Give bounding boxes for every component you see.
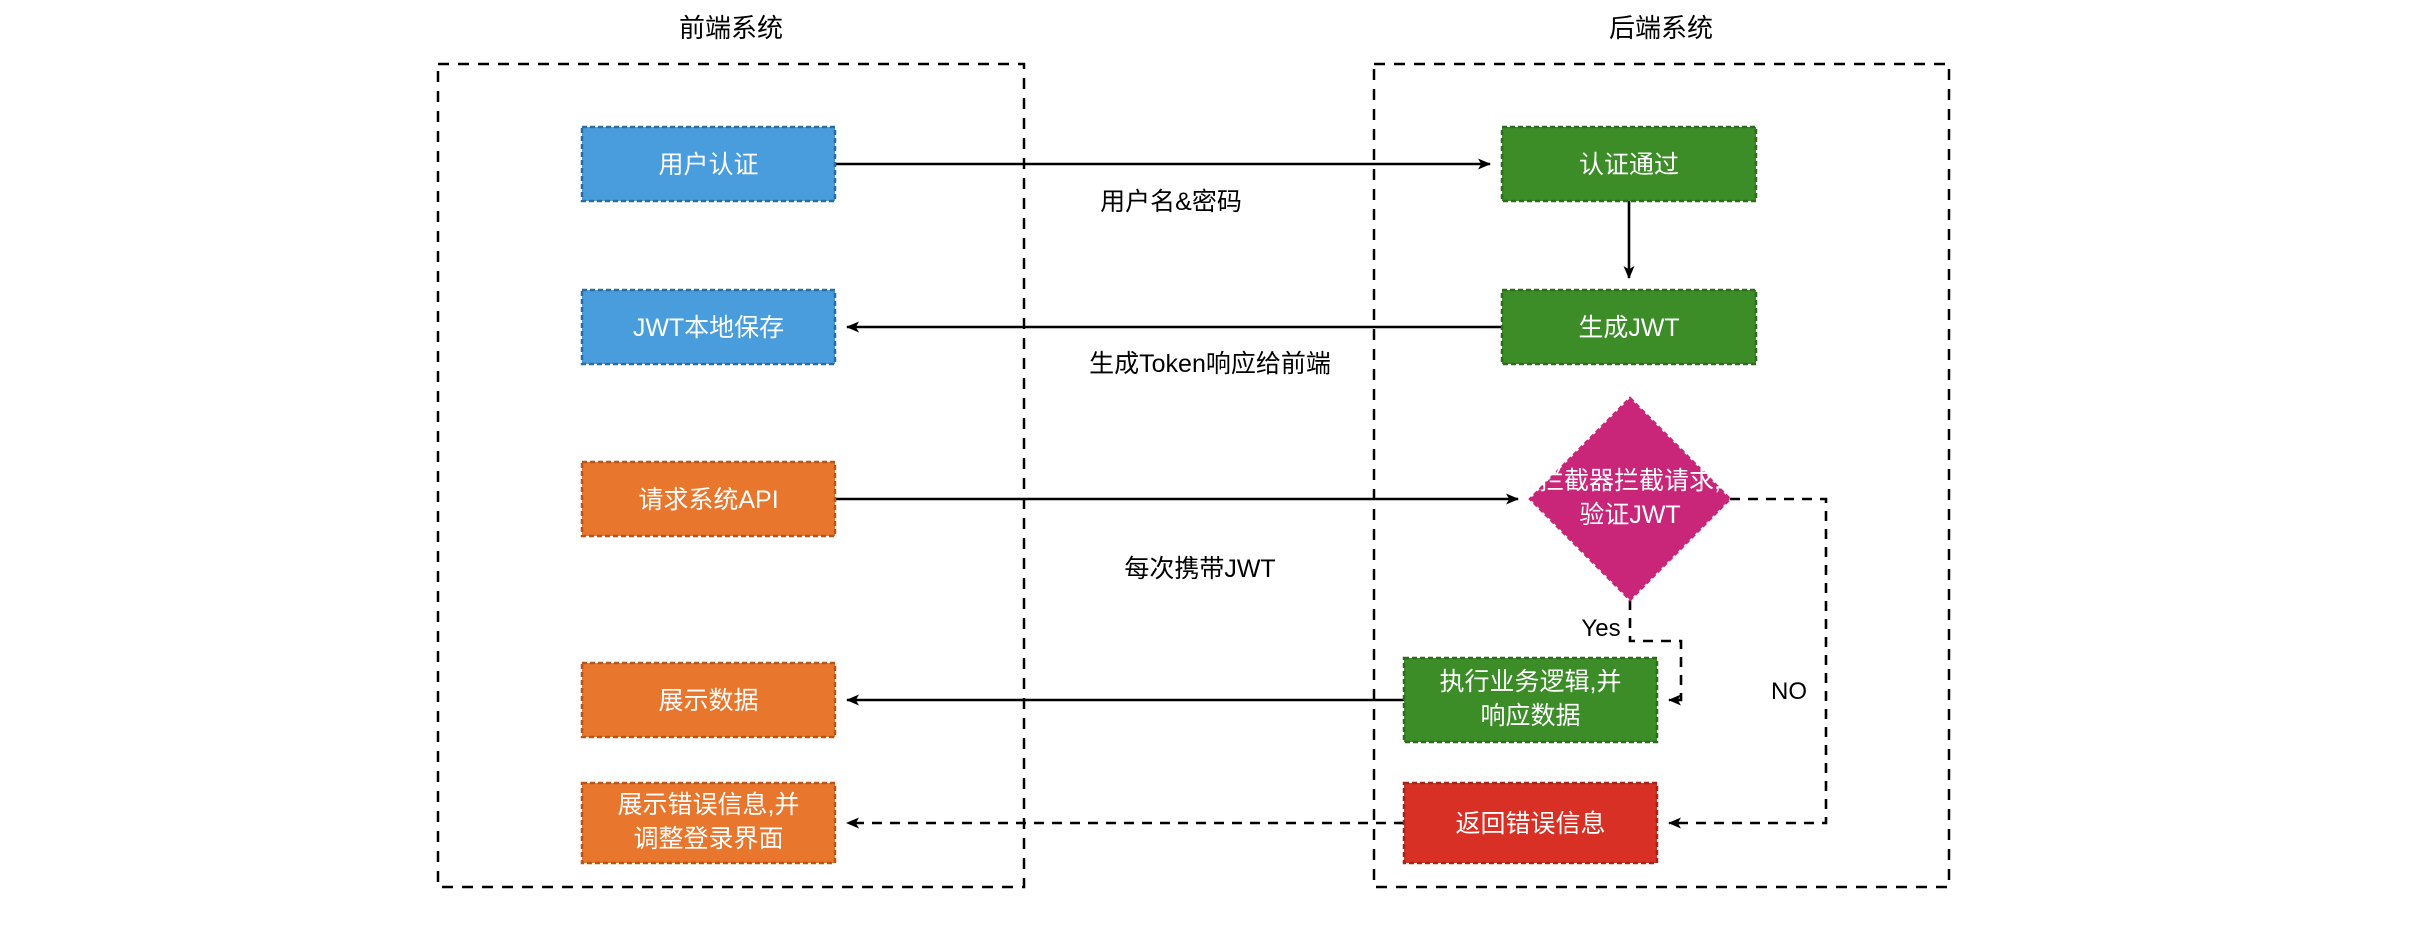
- node-show-error-label-line1: 展示错误信息,并: [618, 791, 800, 819]
- node-generate-jwt[interactable]: 生成JWT: [1500, 288, 1758, 366]
- edge-label-yes: Yes: [1581, 615, 1620, 642]
- lane-container-backend: [1372, 62, 1951, 889]
- node-jwt-local-save-shape[interactable]: [580, 288, 837, 366]
- node-request-api-shape[interactable]: [580, 460, 837, 538]
- node-return-error-label: 返回错误信息: [1455, 810, 1605, 838]
- node-exec-business[interactable]: 执行业务逻辑,并 响应数据: [1402, 656, 1659, 744]
- node-show-data-label: 展示数据: [658, 687, 758, 715]
- node-user-auth-label: 用户认证: [658, 151, 758, 179]
- node-exec-business-label-line1: 执行业务逻辑,并: [1440, 668, 1622, 696]
- node-auth-pass[interactable]: 认证通过: [1500, 125, 1758, 203]
- node-show-error-shape[interactable]: [580, 781, 837, 865]
- edge-interceptor-yes-to-exec-business: [1628, 600, 1683, 706]
- node-show-error[interactable]: 展示错误信息,并 调整登录界面: [580, 781, 837, 865]
- lane-title-frontend: 前端系统: [679, 13, 783, 43]
- lane-container-frontend: [436, 62, 1026, 889]
- lane-title-backend: 后端系统: [1609, 13, 1713, 43]
- node-request-api-label: 请求系统API: [638, 486, 778, 514]
- edge-label-username-password: 用户名&密码: [1100, 188, 1242, 216]
- node-exec-business-shape[interactable]: [1402, 656, 1659, 744]
- edge-label-no: NO: [1771, 678, 1807, 705]
- node-interceptor[interactable]: 拦截器拦截请求, 验证JWT: [1528, 396, 1732, 602]
- node-show-error-label-line2: 调整登录界面: [633, 825, 783, 853]
- edge-label-carry-jwt: 每次携带JWT: [1124, 555, 1275, 583]
- node-auth-pass-shape[interactable]: [1500, 125, 1758, 203]
- node-return-error[interactable]: 返回错误信息: [1402, 781, 1659, 865]
- node-request-api[interactable]: 请求系统API: [580, 460, 837, 538]
- node-jwt-local-save[interactable]: JWT本地保存: [580, 288, 837, 366]
- node-auth-pass-label: 认证通过: [1579, 151, 1679, 179]
- node-interceptor-shape[interactable]: [1528, 396, 1732, 602]
- node-user-auth-shape[interactable]: [580, 125, 837, 203]
- node-show-data-shape[interactable]: [580, 661, 837, 739]
- node-exec-business-label-line2: 响应数据: [1480, 702, 1580, 730]
- node-interceptor-label-line1: 拦截器拦截请求,: [1539, 467, 1721, 495]
- node-interceptor-label-line2: 验证JWT: [1579, 501, 1680, 529]
- node-jwt-local-save-label: JWT本地保存: [633, 314, 784, 342]
- node-generate-jwt-shape[interactable]: [1500, 288, 1758, 366]
- node-return-error-shape[interactable]: [1402, 781, 1659, 865]
- node-user-auth[interactable]: 用户认证: [580, 125, 837, 203]
- edge-label-token-response: 生成Token响应给前端: [1089, 350, 1331, 378]
- node-generate-jwt-label: 生成JWT: [1578, 314, 1679, 342]
- edge-interceptor-no-to-return-error: [1668, 497, 1828, 829]
- node-show-data[interactable]: 展示数据: [580, 661, 837, 739]
